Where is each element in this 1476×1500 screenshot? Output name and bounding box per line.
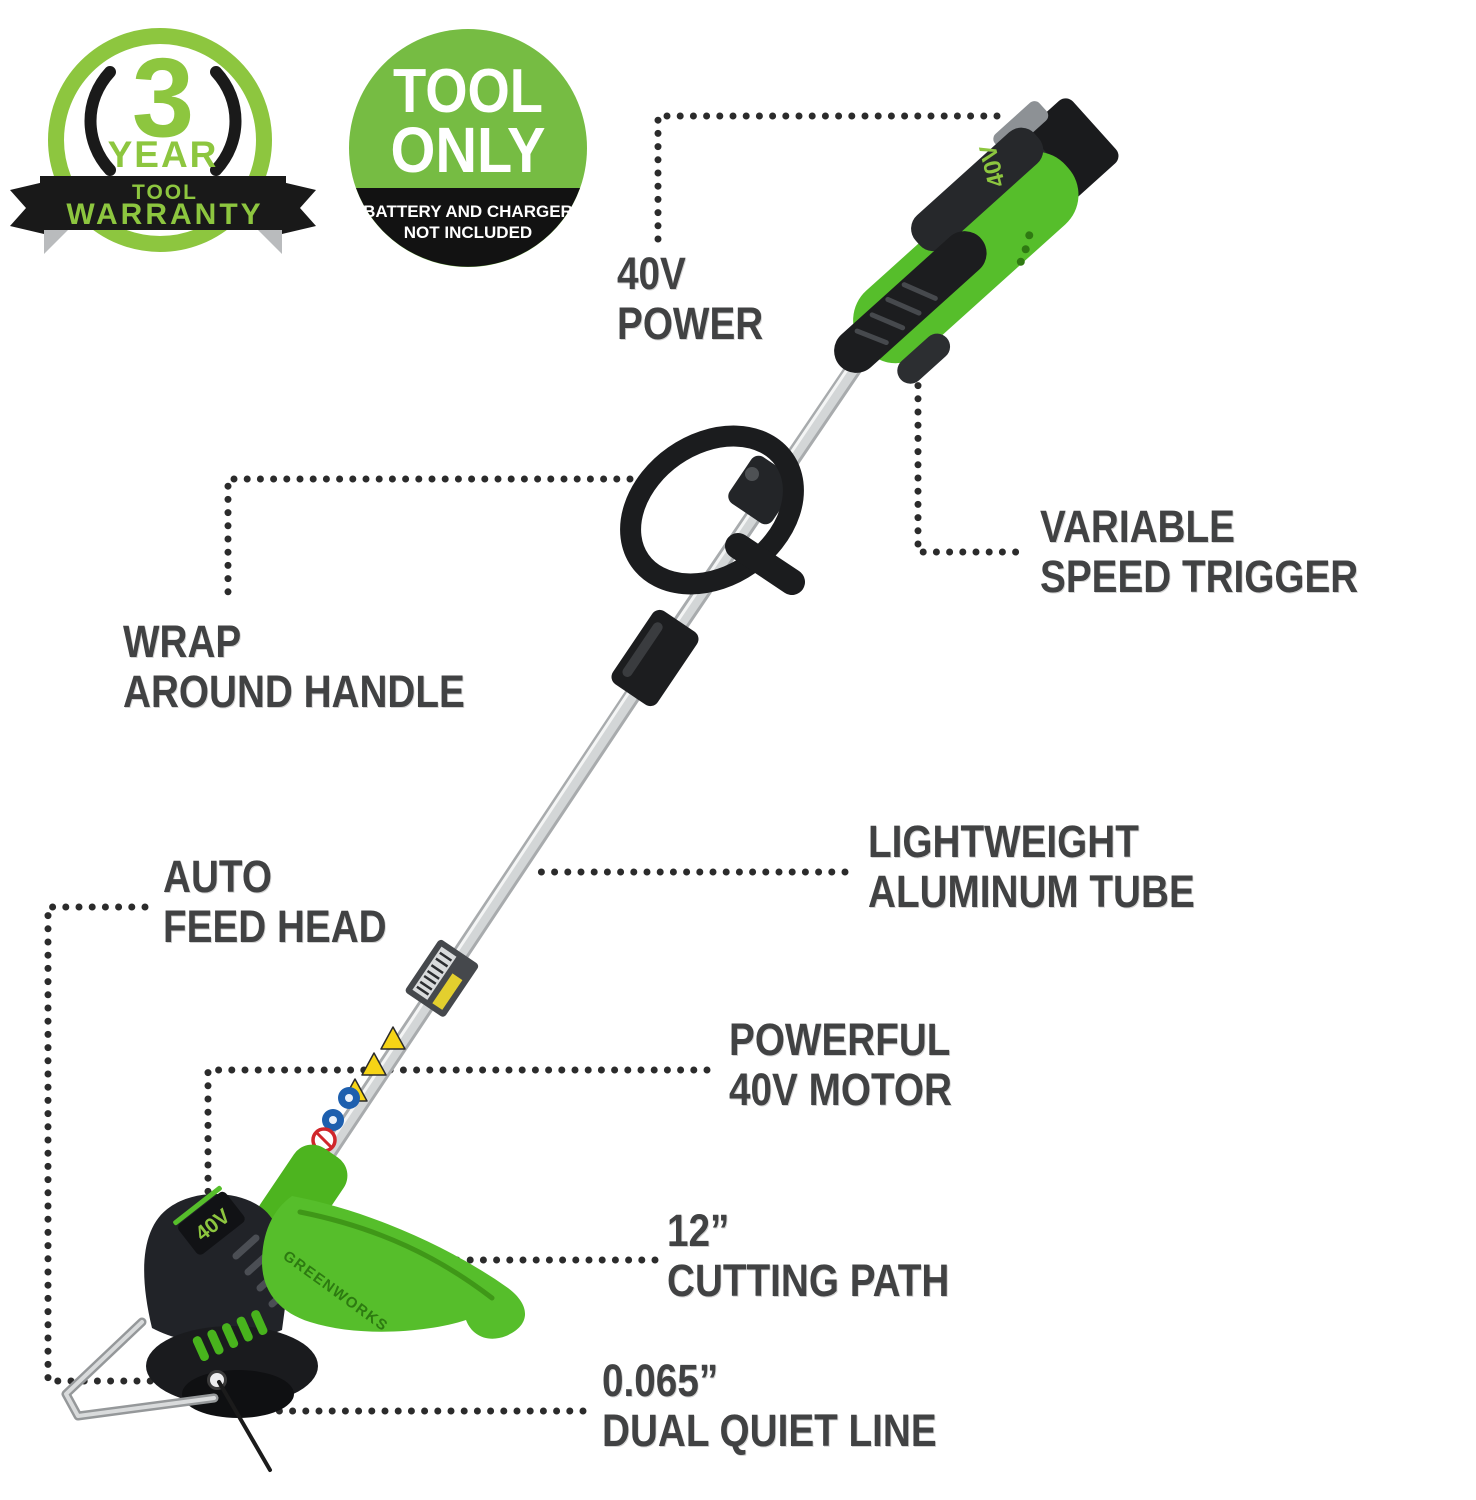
callout-line: 12” (667, 1205, 730, 1256)
wire-guard-highlight (64, 1320, 216, 1418)
callout-line: 40V MOTOR (729, 1064, 952, 1115)
leader-40v-motor (204, 1066, 711, 1206)
callout-line: SPEED TRIGGER (1040, 551, 1359, 602)
warranty-badge: 3 YEAR TOOL WARRANTY (10, 28, 316, 254)
callout-line: WRAP (123, 616, 242, 667)
leader-40v-power (654, 112, 1001, 246)
tool-only-line2: ONLY (391, 114, 546, 186)
callout-line: VARIABLE (1040, 501, 1235, 552)
leader-lines (44, 112, 1026, 1415)
ribbon-right-tail (282, 182, 316, 234)
ribbon-right-fold (258, 230, 282, 254)
callout-lightweight-aluminum-tube: LIGHTWEIGHT ALUMINUM TUBE (868, 817, 1195, 917)
warranty-ring (48, 28, 272, 252)
callout-dual-quiet-line: 0.065” DUAL QUIET LINE (602, 1356, 937, 1456)
callout-12in-cutting-path: 12” CUTTING PATH (667, 1206, 949, 1306)
cutting-line-string (217, 1380, 272, 1472)
tool-only-note-line1: BATTERY AND CHARGER (363, 202, 573, 221)
handle-arm (725, 533, 805, 595)
callout-line: FEED HEAD (163, 901, 387, 952)
callout-line: DUAL QUIET LINE (602, 1405, 937, 1456)
tool-only-badge: TOOL ONLY BATTERY AND CHARGER NOT INCLUD… (349, 29, 587, 267)
leader-wrap-handle (224, 475, 634, 606)
ribbon-band (40, 176, 286, 230)
warranty-banner-line2: WARRANTY (66, 198, 263, 231)
warranty-banner-line1: TOOL (132, 181, 198, 204)
callout-line: AROUND HANDLE (123, 666, 465, 717)
ribbon-left-fold (44, 230, 68, 254)
housing-inset-panel (911, 127, 1044, 252)
callout-line: POWER (617, 298, 764, 349)
leader-speed-trigger (914, 342, 1026, 556)
callout-40v-power: 40V POWER (617, 249, 763, 349)
variable-speed-trigger-part (897, 333, 951, 384)
trimmer-head: 40V GREENWORKS (61, 1144, 526, 1472)
housing-vent-dot (1021, 245, 1030, 254)
callout-variable-speed-trigger: VARIABLE SPEED TRIGGER (1040, 502, 1358, 602)
grip-ridges (854, 282, 938, 346)
housing-vent-dot (1025, 231, 1034, 240)
callout-line: ALUMINUM TUBE (868, 866, 1195, 917)
upper-housing-unit (834, 98, 1119, 384)
callout-auto-feed-head: AUTO FEED HEAD (163, 852, 387, 952)
dome-vents (232, 1234, 296, 1308)
ribbon-left-tail (10, 182, 44, 234)
callout-line: 0.065” (602, 1355, 719, 1406)
tool-only-black-segment (356, 188, 580, 267)
callout-line: 40V (617, 248, 686, 299)
tool-only-line1: TOOL (393, 57, 543, 126)
warranty-year-text: YEAR (108, 134, 219, 175)
head-40v-label: 40V (173, 1185, 245, 1255)
leader-auto-feed-head (44, 903, 174, 1385)
shaft-sticker-barcode (405, 939, 479, 1017)
wrap-around-handle (620, 425, 805, 595)
left-paren (84, 66, 116, 176)
callout-line: LIGHTWEIGHT (868, 816, 1139, 867)
tool-only-note-line2: NOT INCLUDED (404, 223, 532, 242)
housing-vent-dot (1016, 257, 1025, 266)
callout-line: POWERFUL (729, 1014, 951, 1065)
callout-line: CUTTING PATH (667, 1255, 950, 1306)
callout-powerful-40v-motor: POWERFUL 40V MOTOR (729, 1015, 952, 1115)
callout-wrap-around-handle: WRAP AROUND HANDLE (123, 617, 465, 717)
callout-line: AUTO (163, 851, 272, 902)
handle-bolt (745, 467, 759, 481)
spool-fins (192, 1310, 268, 1362)
cutting-guard (262, 1196, 526, 1339)
guard-edge-line (297, 1209, 495, 1301)
shaft-coupler (611, 609, 699, 707)
right-paren (210, 66, 242, 176)
warranty-number: 3 (132, 35, 194, 160)
string-trimmer: 40V GREENWORKS (61, 98, 1119, 1472)
